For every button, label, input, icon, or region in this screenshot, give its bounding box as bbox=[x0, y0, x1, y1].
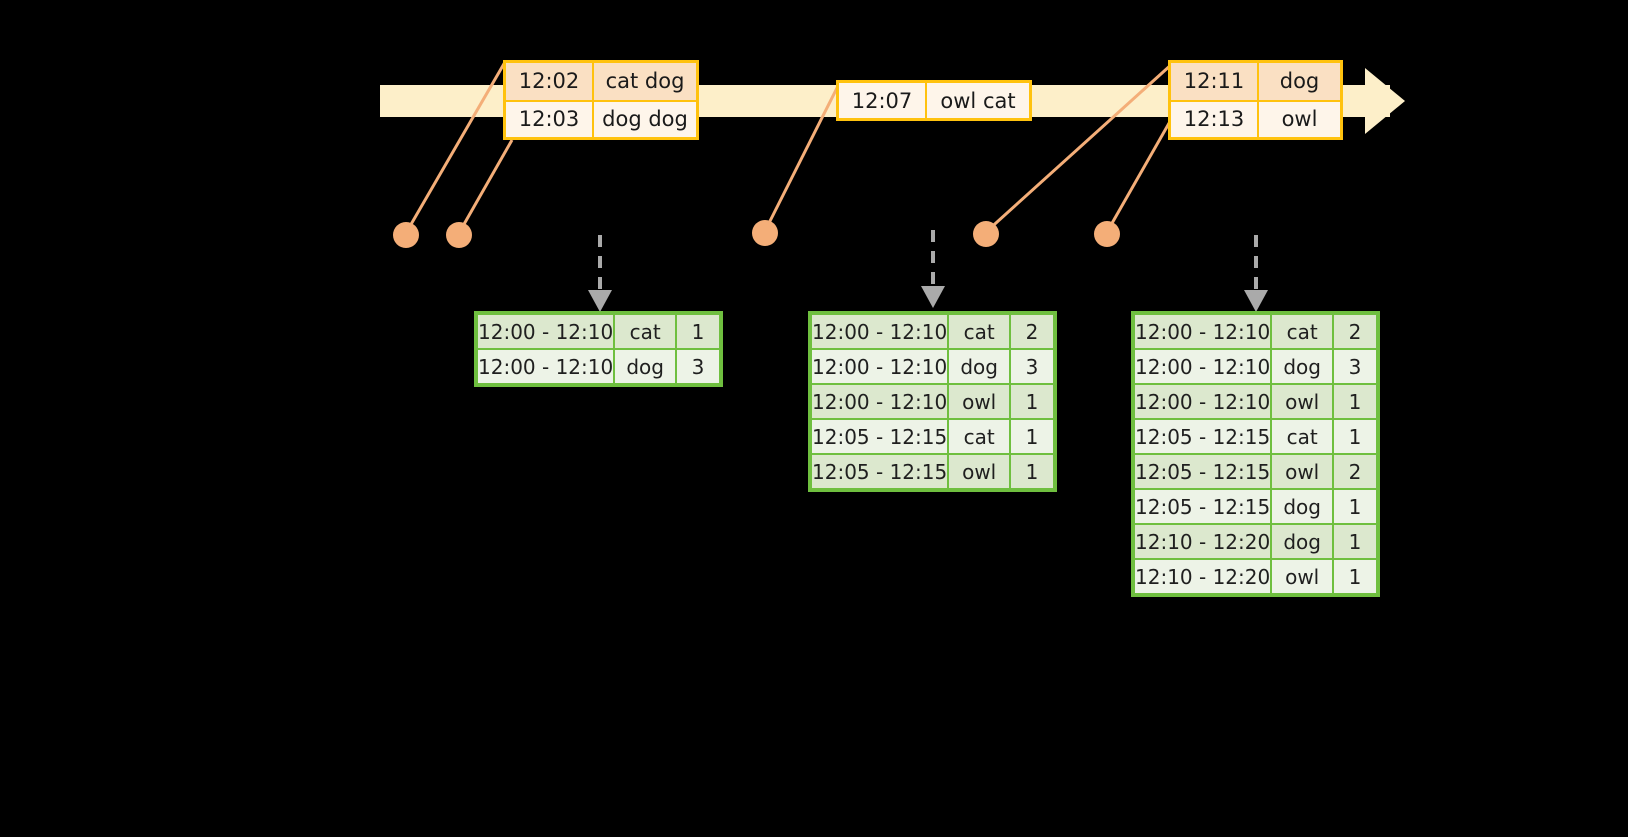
window-range: 12:05 - 12:15 bbox=[812, 455, 948, 488]
event-time: 12:07 bbox=[839, 83, 925, 118]
word-key: cat bbox=[949, 315, 1010, 348]
event-dot-1 bbox=[393, 222, 419, 248]
word-count: 2 bbox=[1334, 455, 1376, 488]
word-key: dog bbox=[615, 350, 676, 383]
event-words: dog dog bbox=[592, 101, 696, 137]
word-key: owl bbox=[1272, 560, 1333, 593]
window-range: 12:00 - 12:10 bbox=[812, 315, 948, 348]
window-state-table-1[interactable]: 12:00 - 12:10 cat 1 12:00 - 12:10 dog 3 bbox=[474, 311, 723, 387]
event-words: cat dog bbox=[592, 63, 696, 100]
table-row: 12:05 - 12:15 dog 1 bbox=[1135, 490, 1376, 523]
window-range: 12:05 - 12:15 bbox=[1135, 420, 1271, 453]
window-range: 12:05 - 12:15 bbox=[812, 420, 948, 453]
word-key: dog bbox=[949, 350, 1010, 383]
event-group-2[interactable]: 12:07 owl cat bbox=[836, 80, 1032, 121]
event-row: 12:11 dog bbox=[1171, 63, 1340, 100]
event-time: 12:13 bbox=[1171, 101, 1257, 137]
timeline-arrowhead bbox=[1365, 68, 1405, 134]
word-count: 1 bbox=[1334, 525, 1376, 558]
word-count: 2 bbox=[1334, 315, 1376, 348]
word-count: 1 bbox=[1334, 560, 1376, 593]
table-row: 12:05 - 12:15 cat 1 bbox=[812, 420, 1053, 453]
event-dot-5 bbox=[1094, 221, 1120, 247]
word-key: dog bbox=[1272, 525, 1333, 558]
event-dots bbox=[393, 220, 1120, 248]
table-row: 12:00 - 12:10 owl 1 bbox=[1135, 385, 1376, 418]
event-row: 12:02 cat dog bbox=[506, 63, 696, 100]
event-dot-2 bbox=[446, 222, 472, 248]
event-dot-4 bbox=[973, 221, 999, 247]
word-count: 3 bbox=[1011, 350, 1053, 383]
event-row: 12:03 dog dog bbox=[506, 99, 696, 137]
table-row: 12:00 - 12:10 dog 3 bbox=[812, 350, 1053, 383]
word-count: 1 bbox=[1334, 385, 1376, 418]
word-key: owl bbox=[1272, 455, 1333, 488]
window-range: 12:00 - 12:10 bbox=[1135, 350, 1271, 383]
word-count: 1 bbox=[1334, 490, 1376, 523]
word-count: 3 bbox=[677, 350, 719, 383]
word-key: cat bbox=[1272, 420, 1333, 453]
word-key: owl bbox=[1272, 385, 1333, 418]
window-state-table-2[interactable]: 12:00 - 12:10 cat 2 12:00 - 12:10 dog 3 … bbox=[808, 311, 1057, 492]
table-row: 12:00 - 12:10 dog 3 bbox=[1135, 350, 1376, 383]
word-count: 1 bbox=[1011, 455, 1053, 488]
table-row: 12:00 - 12:10 owl 1 bbox=[812, 385, 1053, 418]
state-update-arrows bbox=[598, 230, 1258, 292]
event-time: 12:11 bbox=[1171, 63, 1257, 100]
event-words: owl cat bbox=[925, 83, 1029, 118]
event-words: dog bbox=[1257, 63, 1340, 100]
table-row: 12:05 - 12:15 owl 2 bbox=[1135, 455, 1376, 488]
window-state-table-3[interactable]: 12:00 - 12:10 cat 2 12:00 - 12:10 dog 3 … bbox=[1131, 311, 1380, 597]
table-row: 12:00 - 12:10 cat 2 bbox=[812, 315, 1053, 348]
event-dot-3 bbox=[752, 220, 778, 246]
window-range: 12:10 - 12:20 bbox=[1135, 560, 1271, 593]
event-group-1[interactable]: 12:02 cat dog 12:03 dog dog bbox=[503, 60, 699, 140]
window-range: 12:00 - 12:10 bbox=[478, 350, 614, 383]
window-range: 12:10 - 12:20 bbox=[1135, 525, 1271, 558]
window-range: 12:00 - 12:10 bbox=[478, 315, 614, 348]
window-range: 12:00 - 12:10 bbox=[812, 350, 948, 383]
state-update-arrowheads bbox=[588, 286, 1268, 312]
word-count: 2 bbox=[1011, 315, 1053, 348]
window-range: 12:05 - 12:15 bbox=[1135, 490, 1271, 523]
table-row: 12:00 - 12:10 dog 3 bbox=[478, 350, 719, 383]
table-row: 12:10 - 12:20 owl 1 bbox=[1135, 560, 1376, 593]
word-key: cat bbox=[615, 315, 676, 348]
event-row: 12:13 owl bbox=[1171, 99, 1340, 137]
word-count: 1 bbox=[1334, 420, 1376, 453]
word-key: dog bbox=[1272, 490, 1333, 523]
word-key: cat bbox=[1272, 315, 1333, 348]
event-words: owl bbox=[1257, 101, 1340, 137]
table-row: 12:10 - 12:20 dog 1 bbox=[1135, 525, 1376, 558]
word-key: owl bbox=[949, 455, 1010, 488]
table-row: 12:05 - 12:15 cat 1 bbox=[1135, 420, 1376, 453]
word-count: 3 bbox=[1334, 350, 1376, 383]
event-group-3[interactable]: 12:11 dog 12:13 owl bbox=[1168, 60, 1343, 140]
word-key: dog bbox=[1272, 350, 1333, 383]
word-key: owl bbox=[949, 385, 1010, 418]
event-time: 12:02 bbox=[506, 63, 592, 100]
event-time: 12:03 bbox=[506, 101, 592, 137]
window-range: 12:00 - 12:10 bbox=[812, 385, 948, 418]
word-count: 1 bbox=[1011, 385, 1053, 418]
window-range: 12:05 - 12:15 bbox=[1135, 455, 1271, 488]
word-count: 1 bbox=[1011, 420, 1053, 453]
word-count: 1 bbox=[677, 315, 719, 348]
event-row: 12:07 owl cat bbox=[839, 83, 1029, 118]
window-range: 12:00 - 12:10 bbox=[1135, 385, 1271, 418]
table-row: 12:05 - 12:15 owl 1 bbox=[812, 455, 1053, 488]
table-row: 12:00 - 12:10 cat 2 bbox=[1135, 315, 1376, 348]
window-range: 12:00 - 12:10 bbox=[1135, 315, 1271, 348]
table-row: 12:00 - 12:10 cat 1 bbox=[478, 315, 719, 348]
word-key: cat bbox=[949, 420, 1010, 453]
